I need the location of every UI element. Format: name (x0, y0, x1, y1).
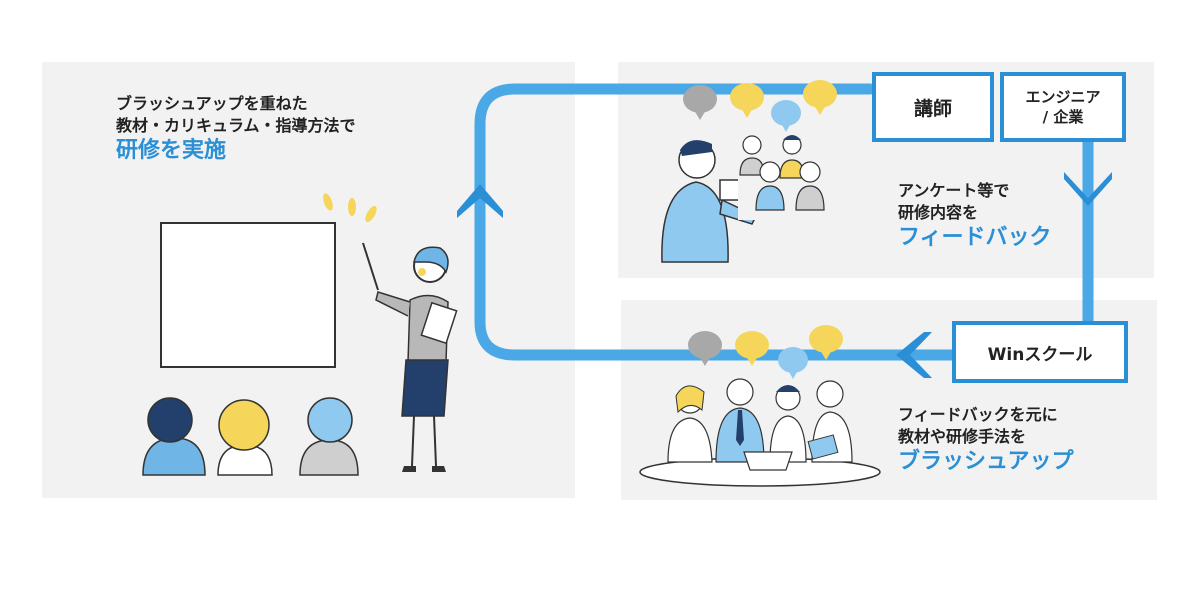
whiteboard (160, 222, 336, 368)
box-engineer-label-line1: エンジニア (1025, 88, 1101, 106)
arrow-up-icon (457, 184, 503, 218)
box-instructor: 講師 (872, 72, 994, 142)
teacher-illustration (362, 242, 458, 472)
speech-bubble-yellow (803, 80, 837, 108)
exclamation-marks-icon (323, 193, 377, 223)
caption-brushup-line1: フィードバックを元に (898, 405, 1058, 424)
caption-training: ブラッシュアップを重ねた 教材・カリキュラム・指導方法で 研修を実施 (116, 93, 356, 165)
caption-brushup: フィードバックを元に 教材や研修手法を ブラッシュアップ (898, 404, 1074, 476)
caption-feedback-emphasis: フィードバック (898, 225, 1052, 250)
caption-brushup-line2: 教材や研修手法を (898, 427, 1027, 446)
caption-training-line2: 教材・カリキュラム・指導方法で (116, 116, 356, 135)
speech-bubble-blue (778, 347, 808, 373)
caption-feedback: アンケート等で 研修内容を フィードバック (898, 180, 1052, 252)
flow-loop-line (474, 83, 958, 361)
speech-bubble-gray (683, 85, 717, 113)
caption-feedback-line1: アンケート等で (898, 181, 1010, 200)
speech-bubble-blue (771, 100, 801, 126)
team-meeting-illustration (639, 378, 881, 487)
speech-bubbles-bottom (688, 325, 843, 379)
box-instructor-label: 講師 (913, 97, 952, 120)
box-engineer-label-line2: / 企業 (1042, 108, 1084, 126)
speech-bubble-yellow (809, 325, 843, 353)
arrow-left-icon (896, 332, 932, 378)
caption-feedback-line2: 研修内容を (898, 203, 979, 222)
speech-bubble-gray (688, 331, 722, 359)
caption-training-emphasis: 研修を実施 (116, 138, 227, 163)
speech-bubble-yellow (735, 331, 769, 359)
box-win-school-label: Winスクール (987, 344, 1093, 365)
box-win-school: Winスクール (952, 321, 1128, 383)
speech-bubble-yellow (730, 83, 764, 111)
presenter-illustration (661, 140, 758, 263)
arrow-down-icon (1064, 172, 1112, 206)
students-illustration (142, 397, 359, 476)
box-engineer-company: エンジニア / 企業 (1000, 72, 1126, 142)
audience-illustration (738, 135, 838, 220)
caption-brushup-emphasis: ブラッシュアップ (898, 449, 1074, 474)
caption-training-line1: ブラッシュアップを重ねた (116, 94, 308, 113)
speech-bubbles-top (683, 80, 837, 132)
